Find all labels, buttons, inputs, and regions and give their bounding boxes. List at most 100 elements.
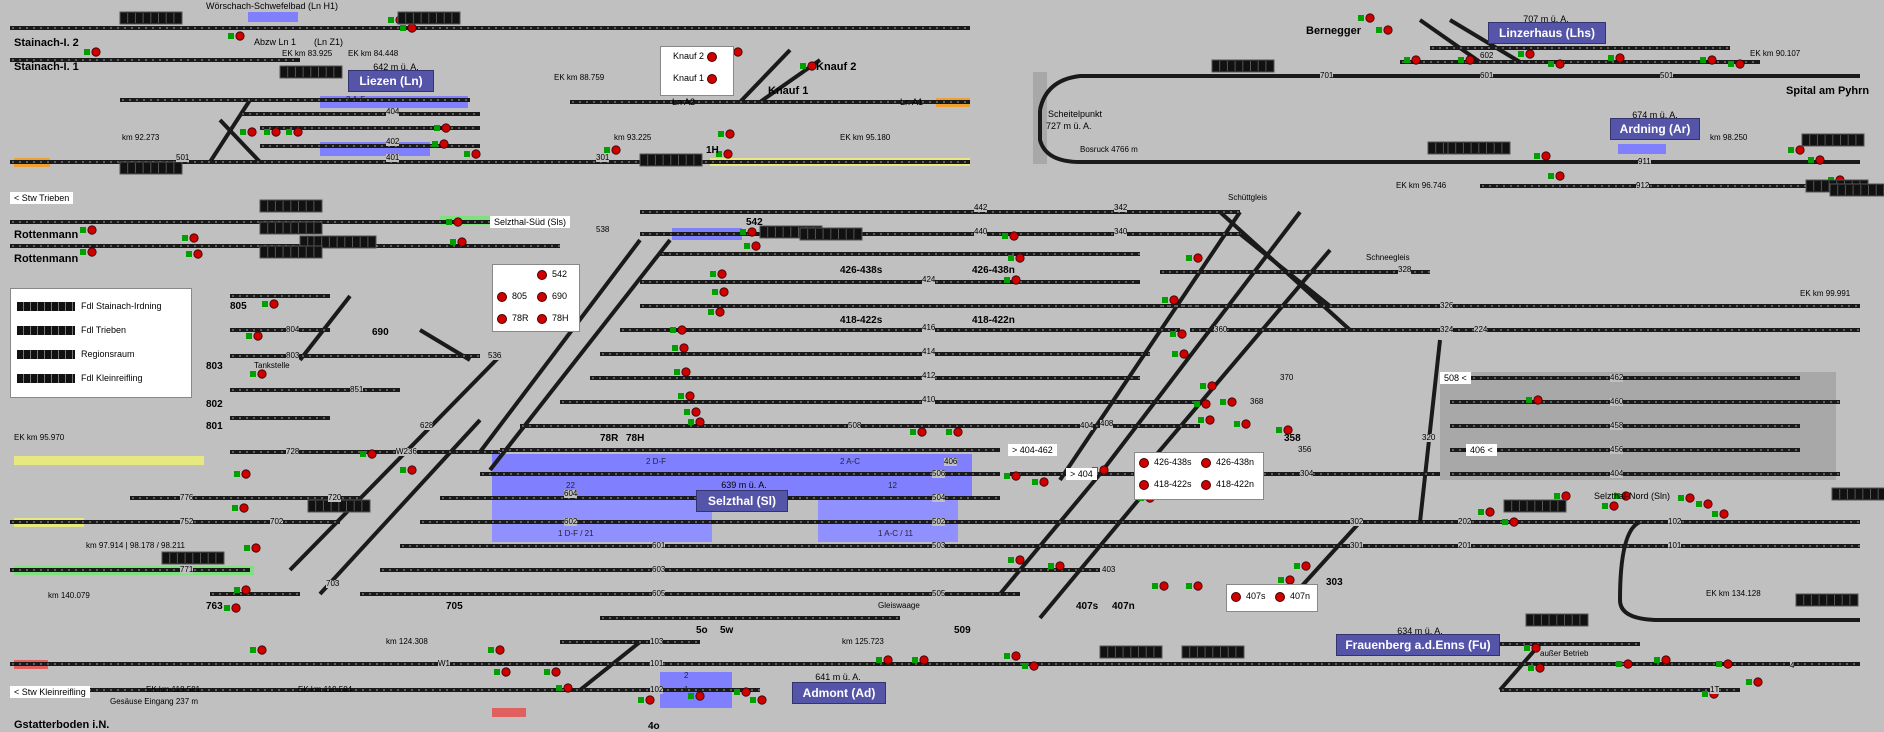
signal-101[interactable] <box>80 225 97 235</box>
signal-99[interactable] <box>182 233 199 243</box>
signal-button-78r[interactable]: 78R <box>497 313 529 324</box>
label-stw-trieben[interactable]: < Stw Trieben <box>10 192 74 204</box>
signal-button-426-438s[interactable]: 426-438s <box>1139 457 1192 468</box>
route-arrow-tip[interactable]: > 404-462 <box>1008 444 1057 456</box>
signal-86[interactable] <box>876 655 893 665</box>
signal-28[interactable] <box>708 307 725 317</box>
signal-94[interactable] <box>1716 659 1733 669</box>
signal-45[interactable] <box>1008 555 1025 565</box>
signal-90[interactable] <box>1524 643 1541 653</box>
signal-79[interactable] <box>494 667 511 677</box>
signal-73[interactable] <box>232 503 249 513</box>
signal-62[interactable] <box>264 127 281 137</box>
signal-button-418-422n[interactable]: 418-422n <box>1201 479 1254 490</box>
legend-kleinreifling[interactable]: Fdl Kleinreifling <box>17 373 143 384</box>
signal-50[interactable] <box>1278 575 1295 585</box>
signal-button-805[interactable]: 805 <box>497 291 527 302</box>
signal-button-542[interactable]: 542 <box>537 269 567 280</box>
signal-20[interactable] <box>716 149 733 159</box>
signal-10[interactable] <box>1608 53 1625 63</box>
signal-106[interactable] <box>1172 349 1189 359</box>
signal-19[interactable] <box>800 61 817 71</box>
signal-58[interactable] <box>1712 509 1729 519</box>
signal-12[interactable] <box>1728 59 1745 69</box>
signal-30[interactable] <box>1004 275 1021 285</box>
signal-51[interactable] <box>1294 561 1311 571</box>
signal-74[interactable] <box>244 543 261 553</box>
signal-55[interactable] <box>1614 491 1631 501</box>
legend-stainach[interactable]: Fdl Stainach-Irdning <box>17 301 162 312</box>
signal-button-78h[interactable]: 78H <box>537 313 569 324</box>
signal-27[interactable] <box>712 287 729 297</box>
signal-92[interactable] <box>1616 659 1633 669</box>
knauf-1-button[interactable]: Knauf 1 <box>673 73 722 84</box>
route-arrow-tip[interactable]: 508 < <box>1440 372 1471 384</box>
signal-11[interactable] <box>1700 55 1717 65</box>
signal-4[interactable] <box>1358 13 1375 23</box>
signal-82[interactable] <box>638 695 655 705</box>
signal-9[interactable] <box>1548 59 1565 69</box>
signal-64[interactable] <box>434 123 451 133</box>
signal-66[interactable] <box>464 149 481 159</box>
route-arrow-tip[interactable]: 406 < <box>1466 444 1497 456</box>
signal-71[interactable] <box>400 465 417 475</box>
signal-37[interactable] <box>910 427 927 437</box>
signal-button-418-422s[interactable]: 418-422s <box>1139 479 1192 490</box>
signal-40[interactable] <box>1032 477 1049 487</box>
knauf-2-button[interactable]: Knauf 2 <box>673 51 722 62</box>
signal-85[interactable] <box>750 695 767 705</box>
station-admont[interactable]: Admont (Ad) <box>792 682 886 704</box>
signal-103[interactable] <box>1186 253 1203 263</box>
route-arrow-tip[interactable]: > 404 <box>1066 468 1097 480</box>
signal-48[interactable] <box>1152 581 1169 591</box>
signal-7[interactable] <box>1458 55 1475 65</box>
signal-8[interactable] <box>1518 49 1535 59</box>
signal-60[interactable] <box>1602 501 1619 511</box>
signal-39[interactable] <box>1004 471 1021 481</box>
route-red-bottom-mid[interactable] <box>492 708 526 717</box>
signal-5[interactable] <box>1376 25 1393 35</box>
station-ardning[interactable]: Ardning (Ar) <box>1610 118 1700 140</box>
signal-76[interactable] <box>224 603 241 613</box>
signal-26[interactable] <box>710 269 727 279</box>
signal-15[interactable] <box>1534 151 1551 161</box>
signal-75[interactable] <box>234 585 251 595</box>
signal-43[interactable] <box>1194 399 1211 409</box>
signal-24[interactable] <box>740 227 757 237</box>
signal-70[interactable] <box>360 449 377 459</box>
signal-group[interactable] <box>80 13 1845 705</box>
signal-22[interactable] <box>604 145 621 155</box>
signal-88[interactable] <box>1004 651 1021 661</box>
signal-31[interactable] <box>670 325 687 335</box>
signal-67[interactable] <box>262 299 279 309</box>
signal-button-690[interactable]: 690 <box>537 291 567 302</box>
signal-44[interactable] <box>1198 415 1215 425</box>
signal-56[interactable] <box>1678 493 1695 503</box>
route-yellow-left-west[interactable] <box>14 456 204 465</box>
signal-16[interactable] <box>1548 171 1565 181</box>
signal-105[interactable] <box>1170 329 1187 339</box>
occupied-zone-ardning[interactable] <box>1618 144 1666 154</box>
signal-95[interactable] <box>1746 677 1763 687</box>
signal-110[interactable] <box>1276 425 1293 435</box>
signal-98[interactable] <box>450 237 467 247</box>
signal-38[interactable] <box>946 427 963 437</box>
signal-46[interactable] <box>1048 561 1065 571</box>
signal-53[interactable] <box>1502 517 1519 527</box>
label-stw-kleinreifling[interactable]: < Stw Kleinreifling <box>10 686 90 698</box>
signal-25[interactable] <box>744 241 761 251</box>
signal-button-407s[interactable]: 407s <box>1231 591 1266 602</box>
signal-21[interactable] <box>718 129 735 139</box>
station-frauenberg[interactable]: Frauenberg a.d.Enns (Fu) <box>1336 634 1500 656</box>
signal-29[interactable] <box>1002 231 1019 241</box>
signal-93[interactable] <box>1654 655 1671 665</box>
signal-49[interactable] <box>1186 581 1203 591</box>
station-liezen[interactable]: Liezen (Ln) <box>348 70 434 92</box>
signal-84[interactable] <box>734 687 751 697</box>
signal-107[interactable] <box>1200 381 1217 391</box>
signal-65[interactable] <box>432 139 449 149</box>
signal-2[interactable] <box>228 31 245 41</box>
legend-regionsraum[interactable]: Regionsraum <box>17 349 135 360</box>
legend-trieben[interactable]: Fdl Trieben <box>17 325 126 336</box>
signal-52[interactable] <box>1478 507 1495 517</box>
